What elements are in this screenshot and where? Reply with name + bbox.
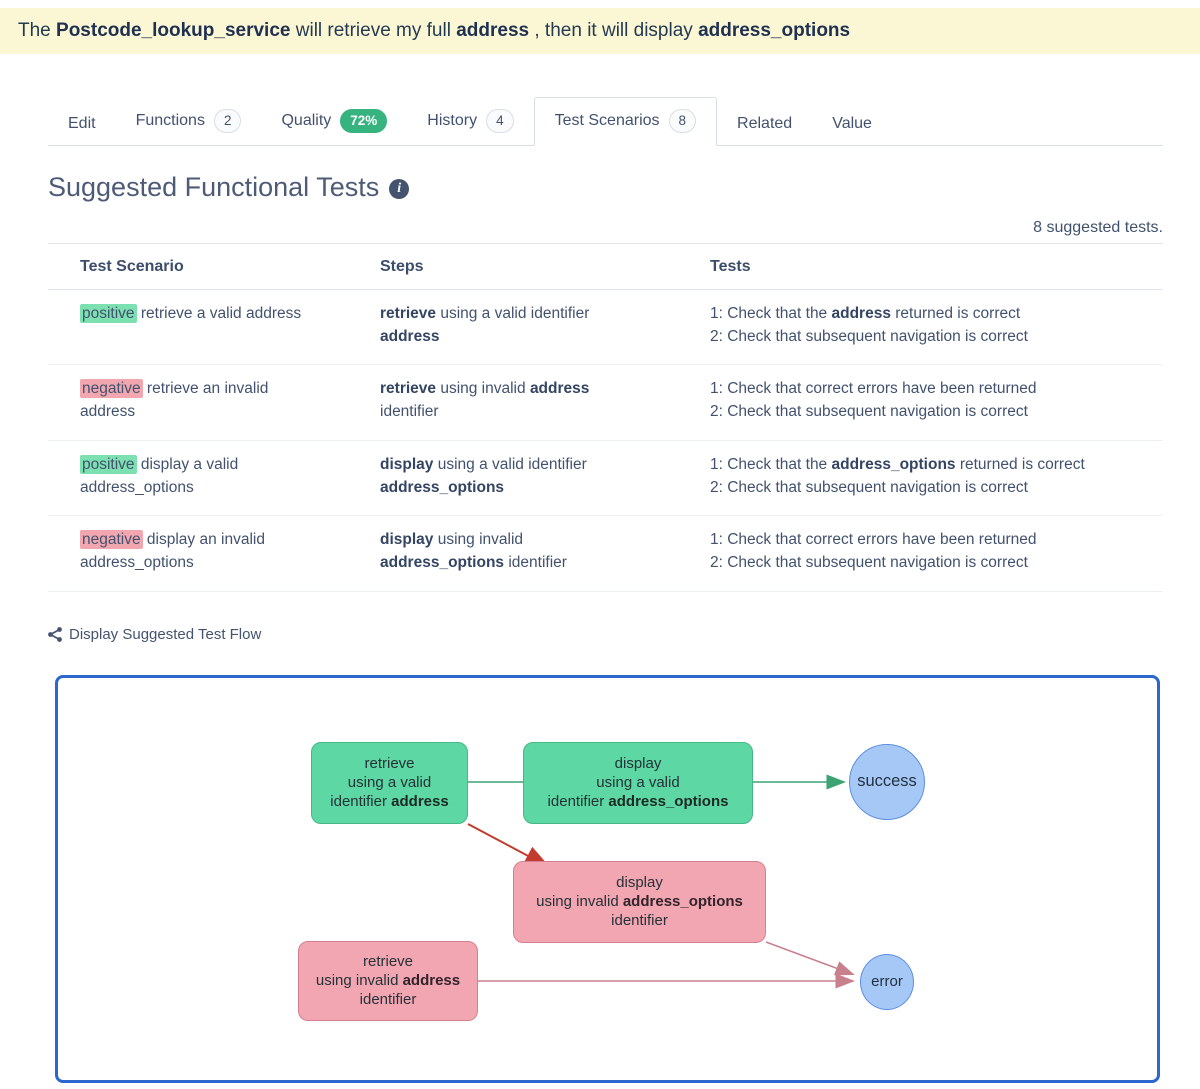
tab-label: History xyxy=(427,111,478,129)
column-header-tests: Tests xyxy=(710,243,1163,290)
scenario-tag-positive: positive xyxy=(80,454,137,474)
page-title: Suggested Functional Tests i xyxy=(48,172,1163,203)
tab-functions[interactable]: Functions 2 xyxy=(116,98,262,145)
terminal-success-label: success xyxy=(857,772,917,790)
scenario-text: retrieve an invalid address xyxy=(80,380,269,421)
tab-label: Quality xyxy=(281,111,332,129)
scenario-tag-negative: negative xyxy=(80,530,143,549)
flow-node-line: using a valid xyxy=(596,773,680,791)
flow-node-line: using a valid xyxy=(347,773,432,791)
scenario-text: display a valid address_options xyxy=(80,455,239,496)
page-title-text: Suggested Functional Tests xyxy=(48,171,380,202)
edge-retrieve-to-invalid-display xyxy=(467,822,551,868)
flow-terminal-error[interactable]: error xyxy=(860,953,914,1010)
service-description-banner: The Postcode_lookup_service will retriev… xyxy=(0,8,1200,54)
scenario-cell: positive display a valid address_options xyxy=(48,440,380,516)
test-check-line: 1: Check that correct errors have been r… xyxy=(710,380,1037,397)
test-check-line: 1: Check that the address_options return… xyxy=(710,455,1085,473)
main-content: Suggested Functional Tests i 8 suggested… xyxy=(0,172,1200,1083)
banner-text: The Postcode_lookup_service will retriev… xyxy=(18,20,851,41)
info-icon[interactable]: i xyxy=(389,179,410,199)
test-check-line: 1: Check that correct errors have been r… xyxy=(710,531,1037,548)
flow-edges-svg xyxy=(467,774,855,988)
tab-badge: 2 xyxy=(213,109,242,133)
steps-cell: retrieve using invalid address identifie… xyxy=(380,364,710,441)
scenario-cell: negative retrieve an invalid address xyxy=(48,364,380,441)
edge-invalid-display-to-error xyxy=(765,940,855,975)
tab-value[interactable]: Value xyxy=(812,104,892,145)
tab-related[interactable]: Related xyxy=(717,104,812,145)
terminal-error-label: error xyxy=(871,973,903,990)
tab-badge: 8 xyxy=(668,109,697,133)
steps-cell: display using invalid address_options id… xyxy=(380,515,710,592)
tab-test-scenarios[interactable]: Test Scenarios 8 xyxy=(533,97,718,146)
tests-cell: 1: Check that the address_options return… xyxy=(710,440,1163,516)
scenario-cell: positive retrieve a valid address xyxy=(48,289,380,365)
flow-terminal-success[interactable]: success xyxy=(849,743,925,820)
tab-label: Value xyxy=(832,114,872,132)
flow-node-line: using invalid address xyxy=(315,971,461,989)
tab-quality[interactable]: Quality 72% xyxy=(261,98,407,145)
flow-node-line: retrieve xyxy=(362,952,414,970)
flow-node-line: retrieve xyxy=(364,754,415,772)
table-row: negative display an invalid address_opti… xyxy=(48,515,1163,592)
test-check-line: 2: Check that subsequent navigation is c… xyxy=(710,478,1028,496)
flow-node-line: using invalid address_options xyxy=(536,892,743,910)
column-header-steps: Steps xyxy=(380,243,710,290)
tab-label: Edit xyxy=(68,114,96,132)
flow-node-line: identifier xyxy=(611,912,668,930)
display-test-flow-link[interactable]: Display Suggested Test Flow xyxy=(48,626,261,643)
scenario-cell: negative display an invalid address_opti… xyxy=(48,515,380,592)
tests-cell: 1: Check that correct errors have been r… xyxy=(710,364,1163,441)
flow-node-line: identifier address_options xyxy=(547,793,729,811)
flow-node-line: display xyxy=(616,873,663,891)
tab-edit[interactable]: Edit xyxy=(48,104,116,145)
column-header-test-scenario: Test Scenario xyxy=(48,243,380,290)
tab-badge: 4 xyxy=(486,109,514,133)
flow-link-label: Display Suggested Test Flow xyxy=(69,625,262,643)
steps-cell: display using a valid identifier address… xyxy=(380,440,710,516)
scenario-text: display an invalid address_options xyxy=(80,531,265,572)
tab-label: Test Scenarios xyxy=(554,111,660,129)
table-header: Test Scenario Steps Tests xyxy=(48,243,1163,290)
scenario-text: retrieve a valid address xyxy=(136,304,302,322)
tests-cell: 1: Check that correct errors have been r… xyxy=(710,515,1163,592)
tab-bar: Edit Functions 2 Quality 72% History 4 Test Sce… xyxy=(48,97,1163,146)
table-row: positive display a valid address_options… xyxy=(48,440,1163,516)
tests-cell: 1: Check that the address returned is co… xyxy=(710,289,1163,365)
suggested-tests-count: 8 suggested tests. xyxy=(1033,218,1163,236)
test-check-line: 2: Check that subsequent navigation is c… xyxy=(710,327,1028,345)
scenario-tag-positive: positive xyxy=(80,303,137,323)
tab-badge: 72% xyxy=(340,109,388,133)
share-icon xyxy=(48,626,62,642)
tab-label: Functions xyxy=(135,111,205,129)
scenario-tag-negative: negative xyxy=(80,379,143,398)
test-check-line: 2: Check that subsequent navigation is c… xyxy=(710,403,1028,421)
flow-node-line: display xyxy=(614,754,662,772)
tab-history[interactable]: History 4 xyxy=(407,98,533,145)
steps-cell: retrieve using a valid identifier addres… xyxy=(380,289,710,365)
test-check-line: 2: Check that subsequent navigation is c… xyxy=(710,554,1028,572)
flow-node-line: identifier xyxy=(359,991,417,1009)
test-check-line: 1: Check that the address returned is co… xyxy=(710,304,1021,322)
tab-label: Related xyxy=(737,114,793,132)
flow-node-line: identifier address xyxy=(330,793,449,811)
suggested-tests-table: Test Scenario Steps Tests positive retri… xyxy=(48,242,1163,592)
